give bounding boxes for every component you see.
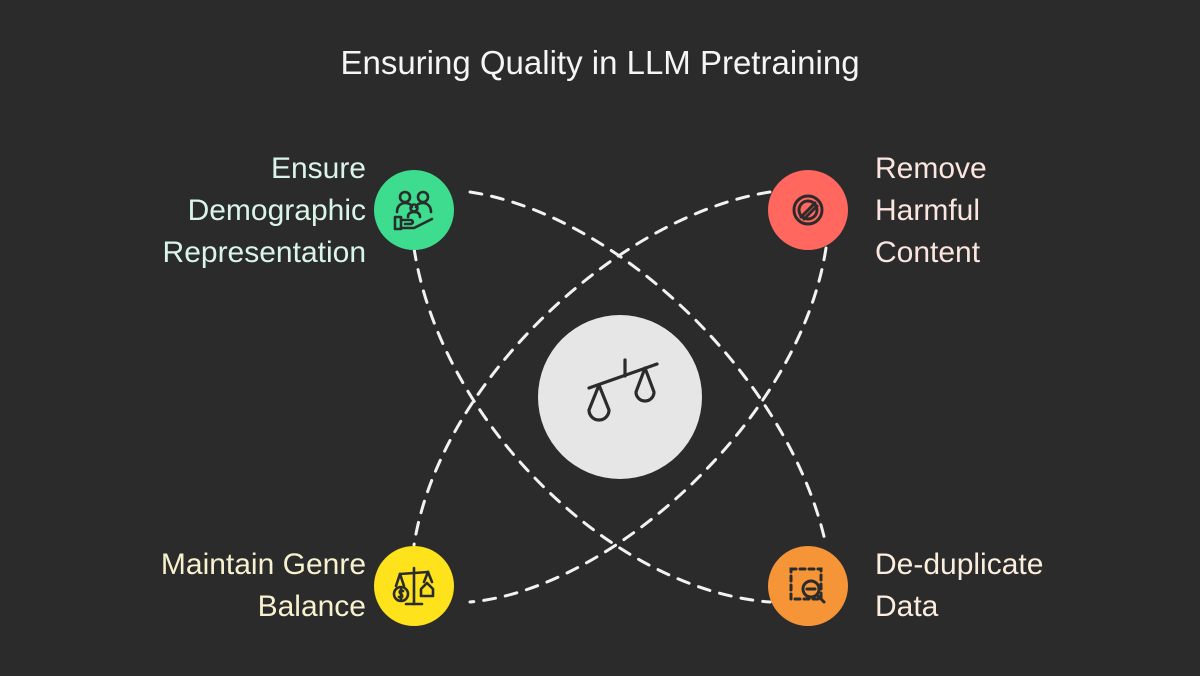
diagram-title: Ensuring Quality in LLM Pretraining — [340, 44, 860, 81]
node-de-duplicate-data — [768, 546, 848, 626]
connector-tr-bottom-to-bl-right — [468, 246, 828, 604]
label-demographic-representation: Ensure Demographic Representation — [162, 152, 366, 269]
connector-tl-right-to-br-top — [468, 190, 828, 547]
node-demographic-representation — [374, 170, 454, 250]
money-house-scale-icon — [392, 566, 435, 606]
balance-scale-icon — [587, 358, 659, 422]
center-node — [538, 315, 702, 479]
node-remove-harmful-content — [768, 170, 848, 250]
block-icon — [792, 194, 824, 226]
label-maintain-genre-balance: Maintain Genre Balance — [160, 548, 366, 623]
label-remove-harmful-content: Remove Harmful Content — [875, 152, 987, 269]
connector-tl-bottom-to-br-left — [412, 246, 772, 604]
label-de-duplicate-data: De-duplicate Data — [875, 548, 1044, 623]
connector-tr-left-to-bl-top — [412, 190, 772, 547]
dashed-zoom-out-icon — [789, 567, 826, 604]
node-maintain-genre-balance — [374, 546, 454, 626]
people-hand-icon — [393, 190, 434, 231]
